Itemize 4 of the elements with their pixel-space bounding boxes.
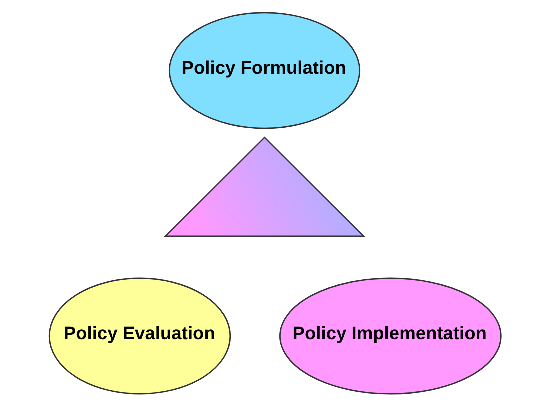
node-ellipse: Policy Formulation <box>168 12 360 130</box>
node-ellipse: Policy Implementation <box>279 278 502 395</box>
node-ellipse: Policy Evaluation <box>48 278 231 395</box>
node-triangle <box>164 136 365 238</box>
